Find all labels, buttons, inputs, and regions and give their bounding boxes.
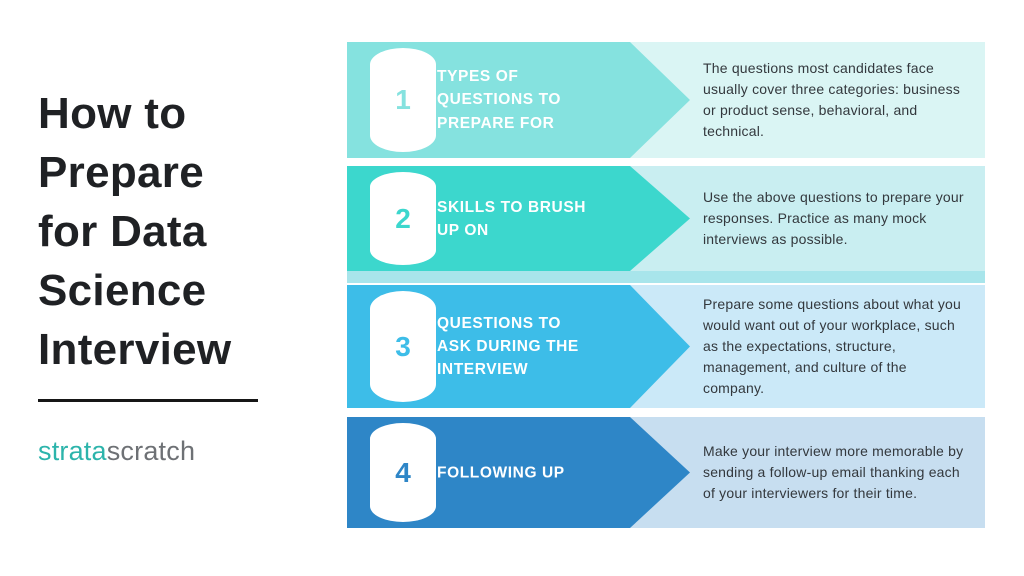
step-description: Prepare some questions about what you wo… [703, 296, 961, 396]
step-number-badge: 2 [370, 172, 436, 265]
step-description: The questions most candidates face usual… [703, 60, 961, 139]
step-arrow-banner: 1 TYPES OF QUESTIONS TO PREPARE FOR [347, 42, 690, 158]
step-row-2: Use the above questions to prepare your … [347, 166, 985, 283]
title-line: Prepare [38, 148, 204, 197]
step-title: QUESTIONS TO ASK DURING THE INTERVIEW [437, 314, 579, 379]
steps-panel: The questions most candidates face usual… [347, 0, 985, 576]
title-line: How to [38, 89, 187, 138]
step-number: 3 [395, 330, 411, 362]
step-arrow-banner: 2 SKILLS TO BRUSH UP ON [347, 166, 690, 271]
step-row-3: Prepare some questions about what you wo… [347, 285, 985, 408]
step-arrow-banner: 4 FOLLOWING UP [347, 417, 690, 528]
logo-part-strata: strata [38, 436, 107, 466]
step-row-4: Make your interview more memorable by se… [347, 417, 985, 528]
title-divider [38, 399, 258, 402]
title-line: Interview [38, 325, 232, 374]
step-description: Make your interview more memorable by se… [703, 443, 964, 501]
step-number-badge: 1 [370, 48, 436, 152]
step-number: 2 [395, 202, 411, 234]
step-number: 4 [395, 456, 411, 488]
left-panel: How to Prepare for Data Science Intervie… [0, 0, 347, 576]
step-arrow-banner: 3 QUESTIONS TO ASK DURING THE INTERVIEW [347, 285, 690, 408]
stratascratch-logo: stratascratch [38, 436, 195, 467]
step-title: SKILLS TO BRUSH UP ON [437, 198, 587, 239]
step-number: 1 [395, 84, 411, 115]
step-row-1: The questions most candidates face usual… [347, 42, 985, 158]
logo-part-scratch: scratch [106, 436, 196, 466]
title-line: for Data [38, 207, 207, 256]
step-number-badge: 4 [370, 423, 436, 522]
step-title: FOLLOWING UP [437, 463, 565, 481]
step-number-badge: 3 [370, 291, 436, 402]
step-title: TYPES OF QUESTIONS TO PREPARE FOR [437, 68, 562, 132]
page-title: How to Prepare for Data Science Intervie… [38, 84, 231, 379]
step-bottom-strip [347, 271, 985, 283]
step-description: Use the above questions to prepare your … [703, 189, 964, 247]
title-line: Science [38, 266, 207, 315]
